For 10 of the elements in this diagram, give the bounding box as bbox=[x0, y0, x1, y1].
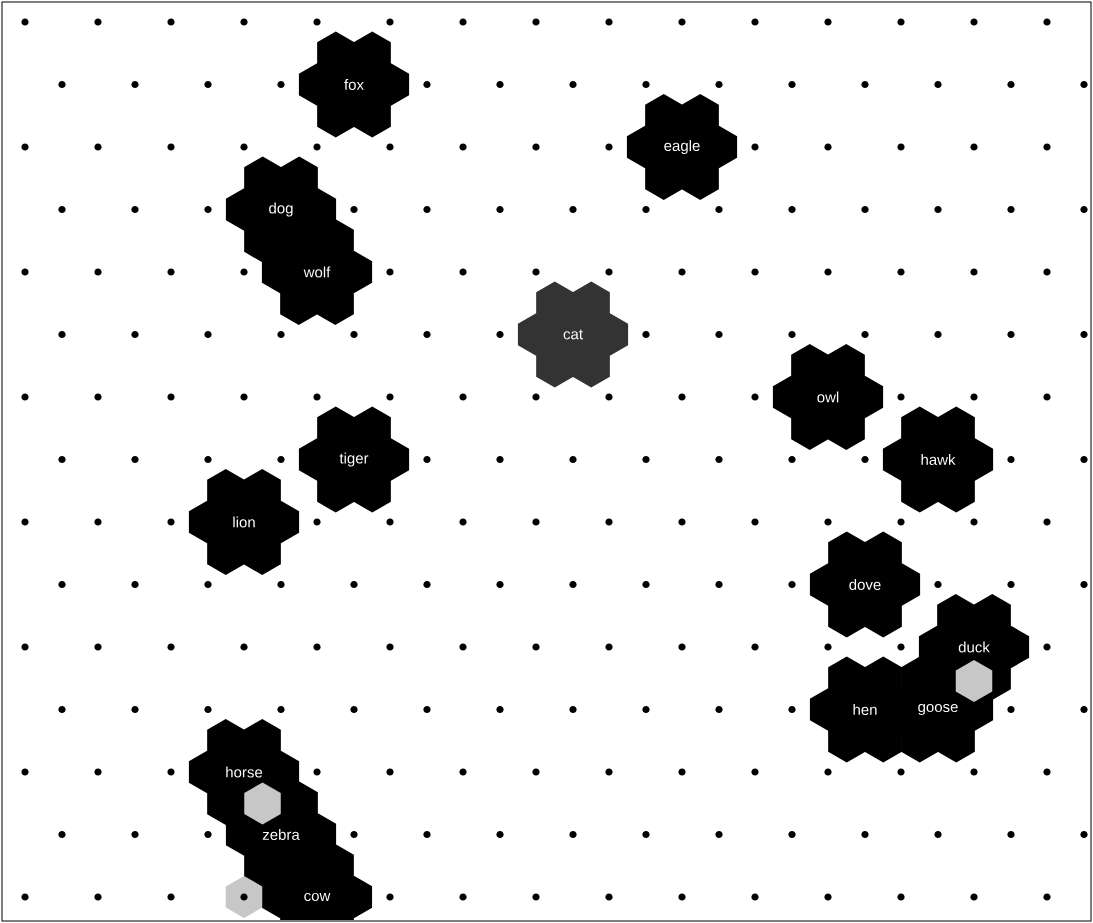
hex-cluster: cow bbox=[261, 843, 373, 920]
hex-cluster: wolf bbox=[261, 218, 373, 326]
hex-cluster: fox bbox=[298, 31, 410, 138]
hex-cluster: dove bbox=[809, 531, 921, 638]
hex-cluster: lion bbox=[188, 468, 300, 576]
hex-cluster: tiger bbox=[298, 406, 410, 513]
hex-cluster: eagle bbox=[626, 93, 738, 201]
hex-cluster: hawk bbox=[882, 406, 994, 513]
hex-cluster: owl bbox=[772, 343, 884, 451]
hex-cluster: cat bbox=[517, 281, 629, 388]
